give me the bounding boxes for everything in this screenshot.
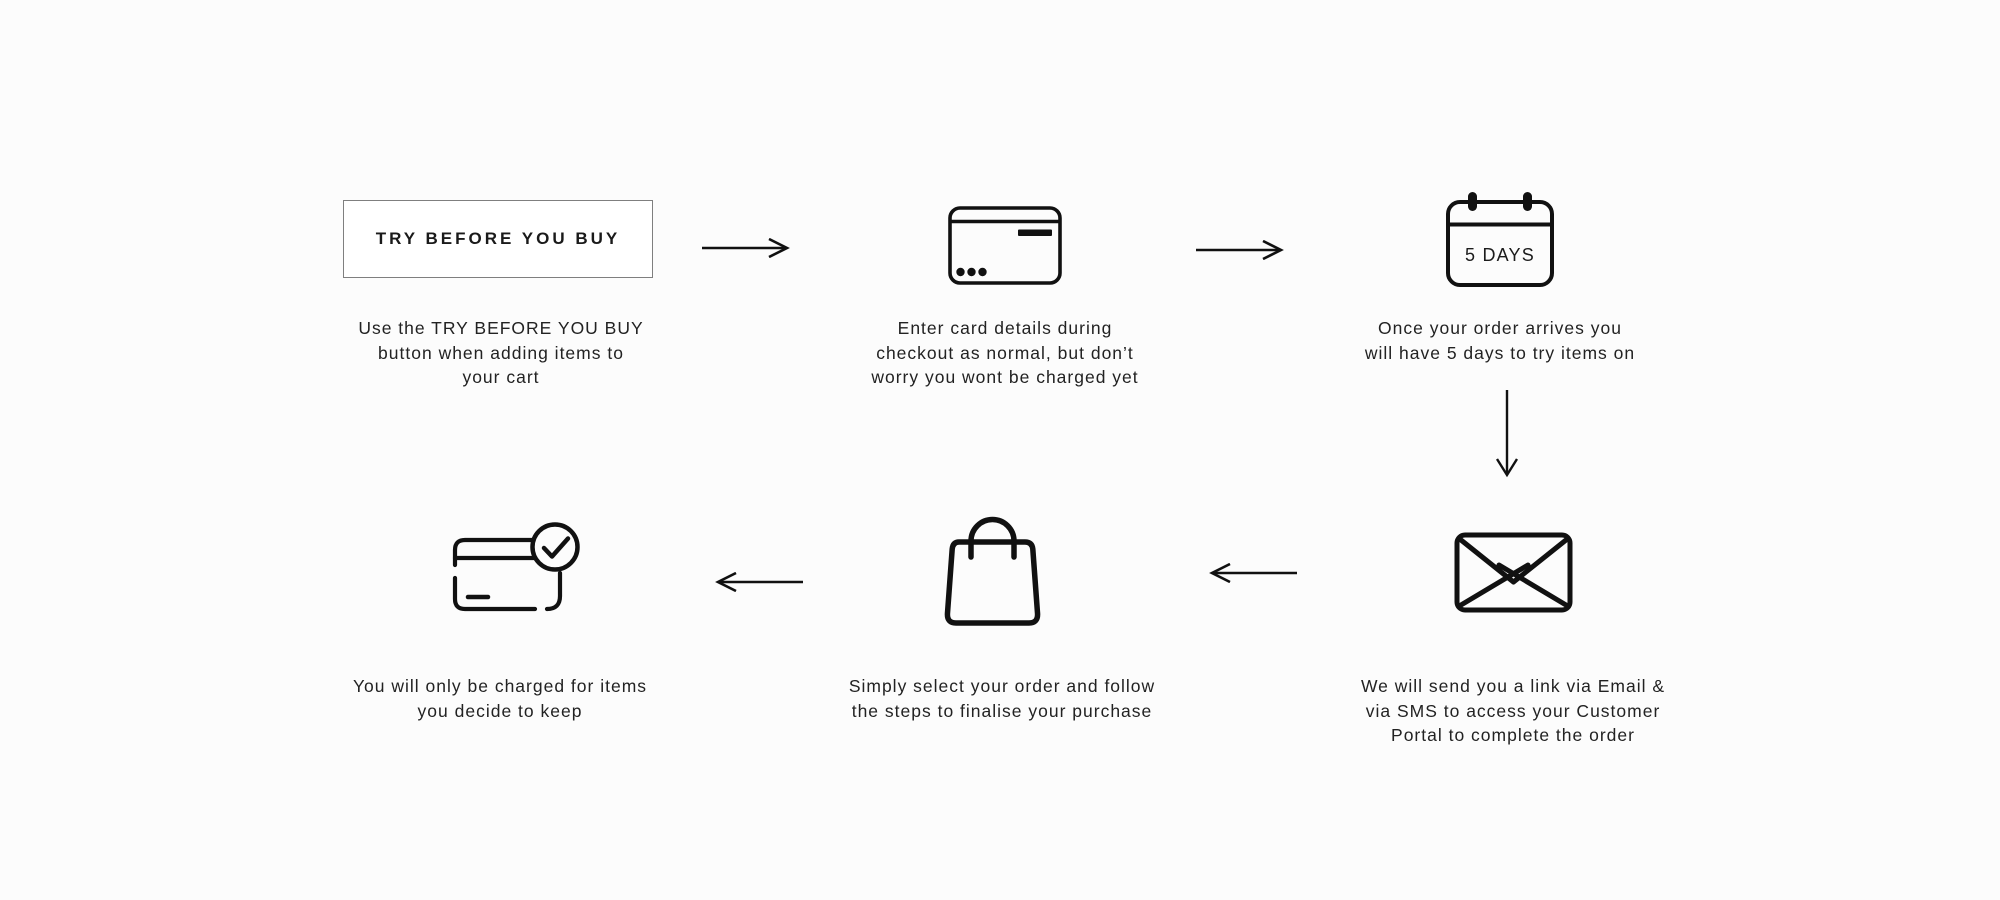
try-before-you-buy-button[interactable]: TRY BEFORE YOU BUY	[343, 200, 653, 278]
credit-card-check-icon	[452, 522, 580, 612]
try-before-you-buy-label: TRY BEFORE YOU BUY	[375, 229, 621, 248]
shopping-bag-icon	[944, 516, 1041, 626]
arrow-right-icon	[1196, 240, 1284, 260]
arrow-left-icon	[715, 572, 803, 592]
step6-caption: You will only be charged for items you d…	[352, 676, 648, 721]
credit-card-icon	[948, 206, 1062, 285]
step4-caption: We will send you a link via Email & via …	[1360, 676, 1666, 745]
step3-caption: Once your order arrives you will have 5 …	[1364, 318, 1636, 363]
arrow-right-icon	[702, 238, 790, 258]
calendar-5-days-label: 5 DAYS	[1465, 245, 1535, 265]
step2-caption: Enter card details during checkout as no…	[871, 318, 1139, 387]
arrow-left-icon	[1209, 563, 1297, 583]
step1-caption: Use the TRY BEFORE YOU BUY button when a…	[358, 318, 644, 387]
calendar-icon: 5 DAYS	[1446, 192, 1554, 287]
arrow-down-icon	[1495, 390, 1519, 478]
envelope-icon	[1454, 532, 1573, 613]
step5-caption: Simply select your order and follow the …	[848, 676, 1156, 721]
